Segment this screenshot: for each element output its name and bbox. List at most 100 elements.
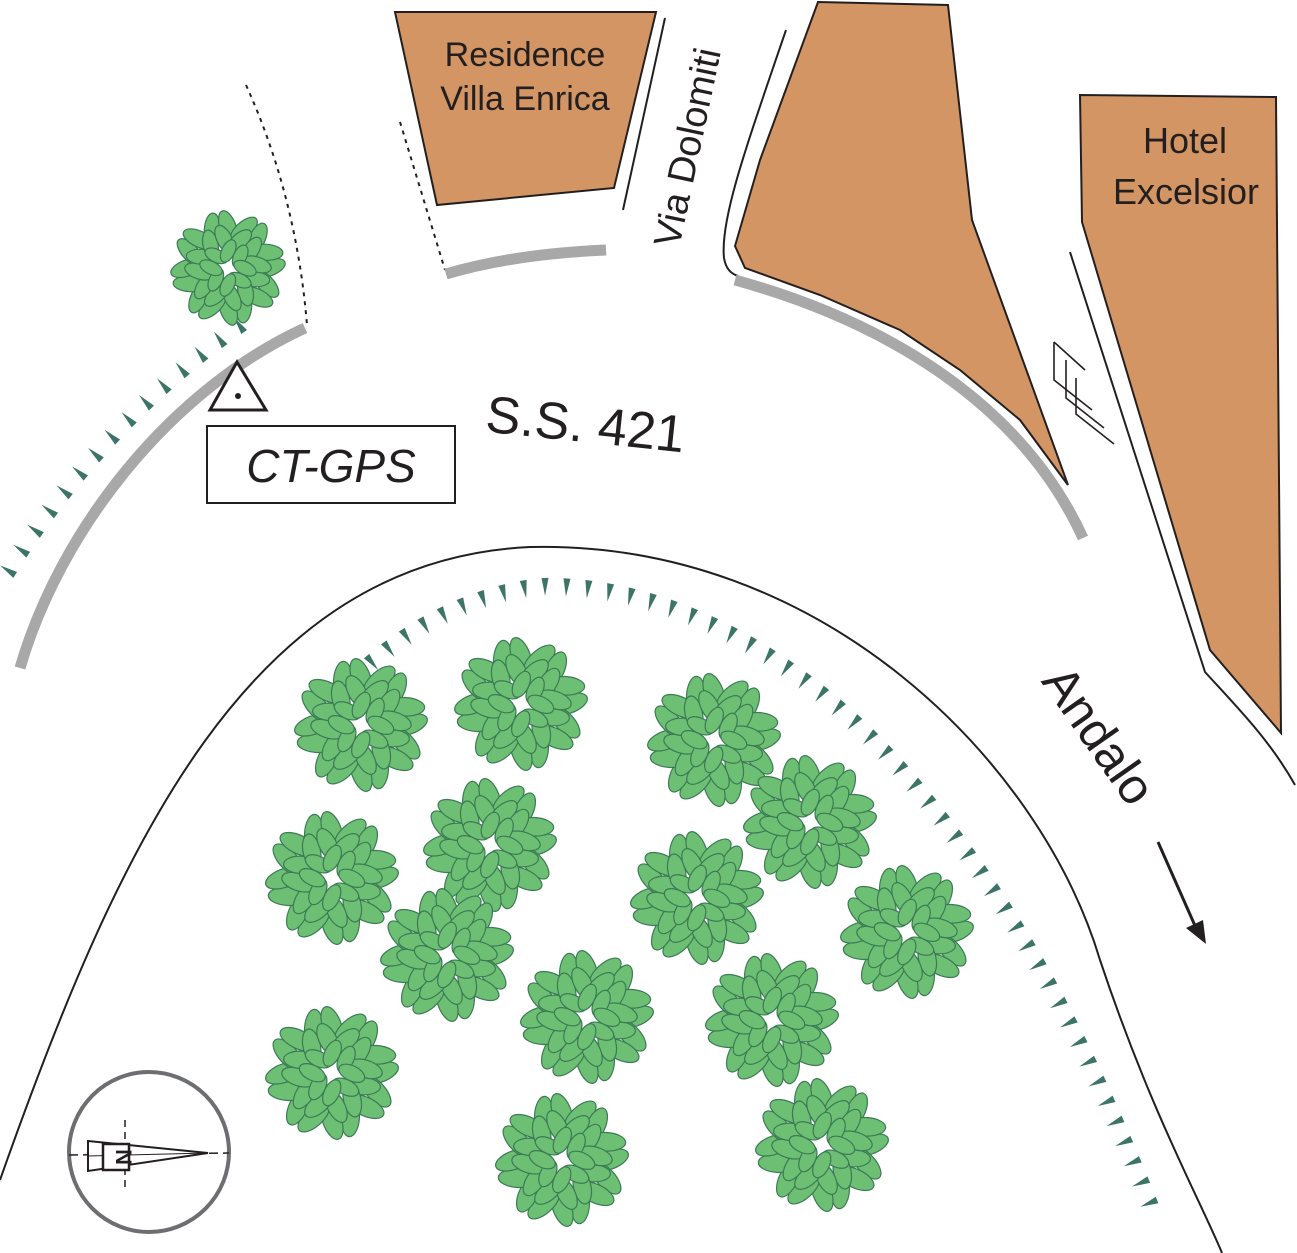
escarpment-tick [995, 901, 1013, 915]
escarpment-ticks [0, 317, 1159, 1207]
station-label: CT-GPS [246, 440, 416, 492]
escarpment-tick [1079, 1055, 1098, 1067]
escarpment-tick [104, 429, 121, 445]
escarpment-tick [56, 485, 73, 500]
escarpment-tick [933, 811, 950, 826]
residence-label-line1: Residence [445, 36, 606, 74]
escarpment-tick [920, 794, 937, 809]
escarpment-tick [1097, 1095, 1116, 1107]
escarpment-tick [121, 412, 137, 428]
direction-label: Andalo [1031, 655, 1166, 815]
escarpment-tick [607, 583, 615, 602]
chevron-marks [1053, 341, 1115, 445]
escarpment-tick [498, 584, 507, 603]
escarpment-tick [1106, 1115, 1125, 1127]
escarpment-tick [847, 714, 863, 730]
escarpment-tick [862, 729, 879, 745]
escarpment-tick [13, 544, 31, 558]
dotted-boundaries [245, 84, 446, 326]
escarpment-tick [194, 346, 209, 363]
building-hotel-excelsior [1078, 93, 1283, 736]
escarpment-tick [157, 378, 172, 395]
tree-icon [380, 888, 514, 1022]
escarpment-tick [687, 607, 699, 626]
building-residence-villa-enrica [393, 11, 658, 207]
tree-icon [647, 673, 781, 807]
tree-icon [170, 210, 286, 326]
tree-icon [705, 953, 839, 1087]
station-label-box [206, 425, 456, 504]
escarpment-tick [744, 636, 758, 654]
escarpment-tick [983, 883, 1001, 897]
escarpment-tick [877, 744, 894, 760]
escarpment-tick [585, 580, 593, 599]
escarpment-tick [563, 578, 571, 597]
compass-icon: N [67, 1070, 231, 1234]
escarpment-tick [726, 625, 738, 644]
gps-station-triangle-icon [207, 359, 269, 412]
escarpment-tick [27, 524, 44, 538]
escarpment-tick [1132, 1176, 1151, 1187]
tree-group [170, 210, 974, 1227]
tree-icon [495, 1093, 629, 1227]
road-main-label: S.S. 421 [483, 386, 687, 465]
escarpment-tick [906, 777, 923, 792]
escarpment-tick [1029, 958, 1047, 971]
escarpment-tick [380, 640, 395, 657]
escarpment-tick [1069, 1035, 1088, 1048]
escarpment-tick [707, 616, 719, 634]
escarpment-tick [72, 466, 89, 481]
hotel-label-line2: Excelsior [1113, 171, 1259, 212]
escarpment-tick [648, 593, 657, 612]
escarpment-tick [477, 590, 487, 609]
escarpment-tick [175, 362, 190, 379]
escarpment-tick [780, 659, 795, 677]
tree-icon [265, 811, 399, 945]
escarpment-tick [363, 653, 379, 670]
escarpment-tick [627, 587, 636, 606]
escarpment-tick [436, 606, 448, 624]
tree-icon [265, 1006, 399, 1140]
escarpment-tick [213, 331, 228, 349]
escarpment-tick [1007, 920, 1025, 933]
hotel-label-line1: Hotel [1143, 120, 1227, 161]
tree-icon [630, 831, 764, 965]
escarpment-tick [456, 597, 467, 616]
escarpment-tick [892, 760, 909, 776]
escarpment-tick [541, 577, 549, 596]
escarpment-tick [815, 685, 830, 702]
escarpment-tick [946, 829, 964, 843]
road-side-label: Via Dolomiti [647, 44, 730, 250]
escarpment-tick [668, 599, 678, 618]
tree-icon [520, 950, 654, 1084]
escarpment-tick [139, 394, 154, 411]
escarpment-tick [831, 699, 846, 716]
direction-arrow-icon [1156, 841, 1206, 944]
tree-icon [743, 755, 877, 889]
building-via-dolomiti-block [733, 0, 1069, 486]
escarpment-tick [1018, 939, 1036, 952]
escarpment-tick [1140, 1196, 1159, 1207]
escarpment-tick [41, 504, 59, 519]
tree-icon [454, 637, 588, 771]
escarpment-tick [1088, 1075, 1107, 1087]
road-edges [14, 244, 1089, 670]
escarpment-tick [1060, 1016, 1078, 1028]
tree-icon [294, 658, 428, 792]
escarpment-tick [519, 579, 527, 599]
residence-label-line2: Villa Enrica [440, 80, 610, 118]
escarpment-tick [398, 627, 412, 645]
escarpment-tick [798, 672, 812, 689]
escarpment-tick [763, 647, 776, 665]
tree-icon [840, 865, 974, 999]
compass-letter: N [111, 1149, 136, 1165]
escarpment-tick [0, 565, 18, 578]
escarpment-tick [88, 447, 104, 463]
escarpment-tick [1123, 1156, 1142, 1167]
escarpment-tick [417, 616, 430, 634]
escarpment-tick [1050, 996, 1068, 1009]
escarpment-tick [1115, 1135, 1134, 1147]
escarpment-tick [959, 847, 977, 861]
tree-icon [423, 778, 557, 912]
